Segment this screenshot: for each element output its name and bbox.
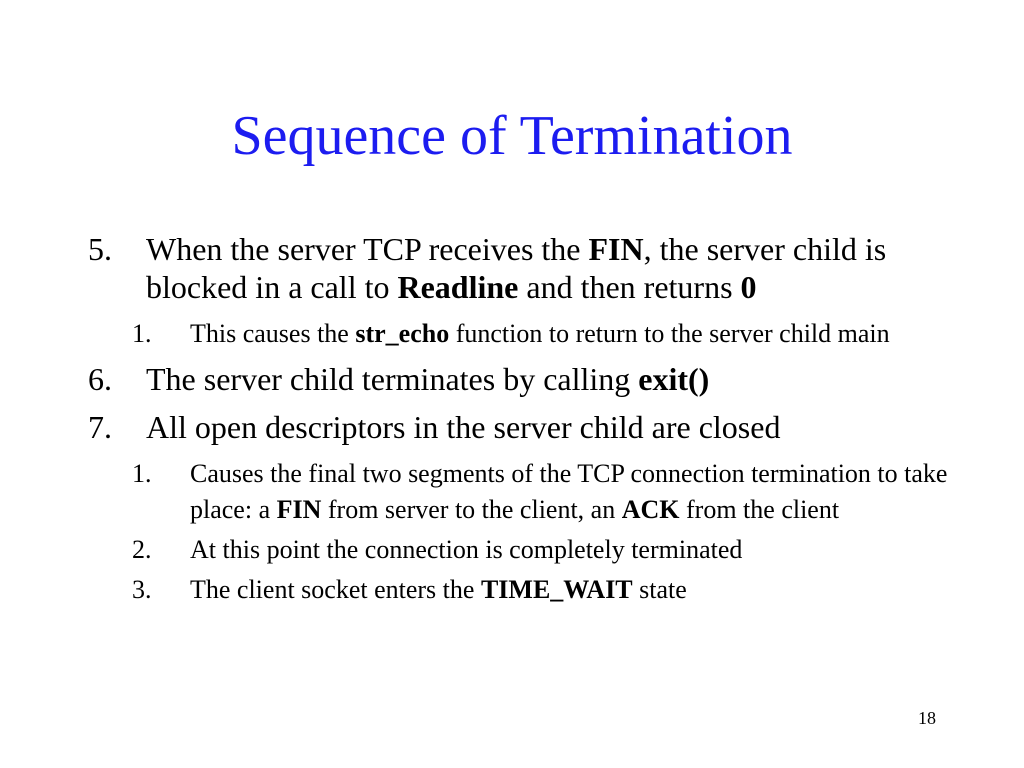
sub-list-item-number: 1. (132, 319, 152, 348)
list-item-number: 6. (88, 361, 112, 397)
list-item: 7. All open descriptors in the server ch… (88, 408, 988, 446)
text-segment: The client socket enters the (190, 575, 481, 604)
text-segment: This causes the (190, 319, 356, 348)
text-segment: When the server TCP receives the (146, 231, 589, 267)
sub-list-item-number: 3. (132, 575, 152, 604)
list-item: 5. When the server TCP receives the FIN,… (88, 230, 988, 306)
list-item: 6. The server child terminates by callin… (88, 360, 988, 398)
text-segment-bold: str_echo (355, 319, 450, 348)
list-item-number: 7. (88, 409, 112, 445)
text-segment-bold: ACK (621, 495, 680, 524)
text-segment: from server to the client, an (321, 495, 622, 524)
text-segment-bold: exit() (638, 361, 710, 397)
slide-content: 5. When the server TCP receives the FIN,… (88, 230, 988, 612)
text-segment: from the client (679, 495, 840, 524)
text-segment-bold: 0 (740, 269, 757, 305)
sub-list-item: 1. This causes the str_echo function to … (88, 316, 988, 352)
list-item-number: 5. (88, 231, 112, 267)
sub-list-item-number: 2. (132, 535, 152, 564)
text-segment: The server child terminates by calling (146, 361, 639, 397)
text-segment: function to return to the server child m… (449, 319, 890, 348)
sub-list-item: 3. The client socket enters the TIME_WAI… (88, 572, 988, 608)
sub-list-item-number: 1. (132, 459, 152, 488)
text-segment: Causes the final two segments of the TCP… (190, 459, 948, 524)
text-segment: At this point the connection is complete… (190, 535, 743, 564)
text-segment: All open descriptors in the server child… (146, 409, 781, 445)
page-number: 18 (918, 708, 936, 728)
sub-list-item: 1. Causes the final two segments of the … (88, 456, 988, 528)
text-segment: , the server child is blocked in a call … (146, 231, 887, 305)
sub-list-item: 2. At this point the connection is compl… (88, 532, 988, 568)
text-segment: state (632, 575, 687, 604)
slide-title: Sequence of Termination (231, 105, 793, 167)
text-segment-bold: Readline (397, 269, 519, 305)
text-segment-bold: FIN (276, 495, 322, 524)
text-segment-bold: TIME_WAIT (480, 575, 633, 604)
text-segment-bold: FIN (588, 231, 644, 267)
text-segment: and then returns (518, 269, 741, 305)
